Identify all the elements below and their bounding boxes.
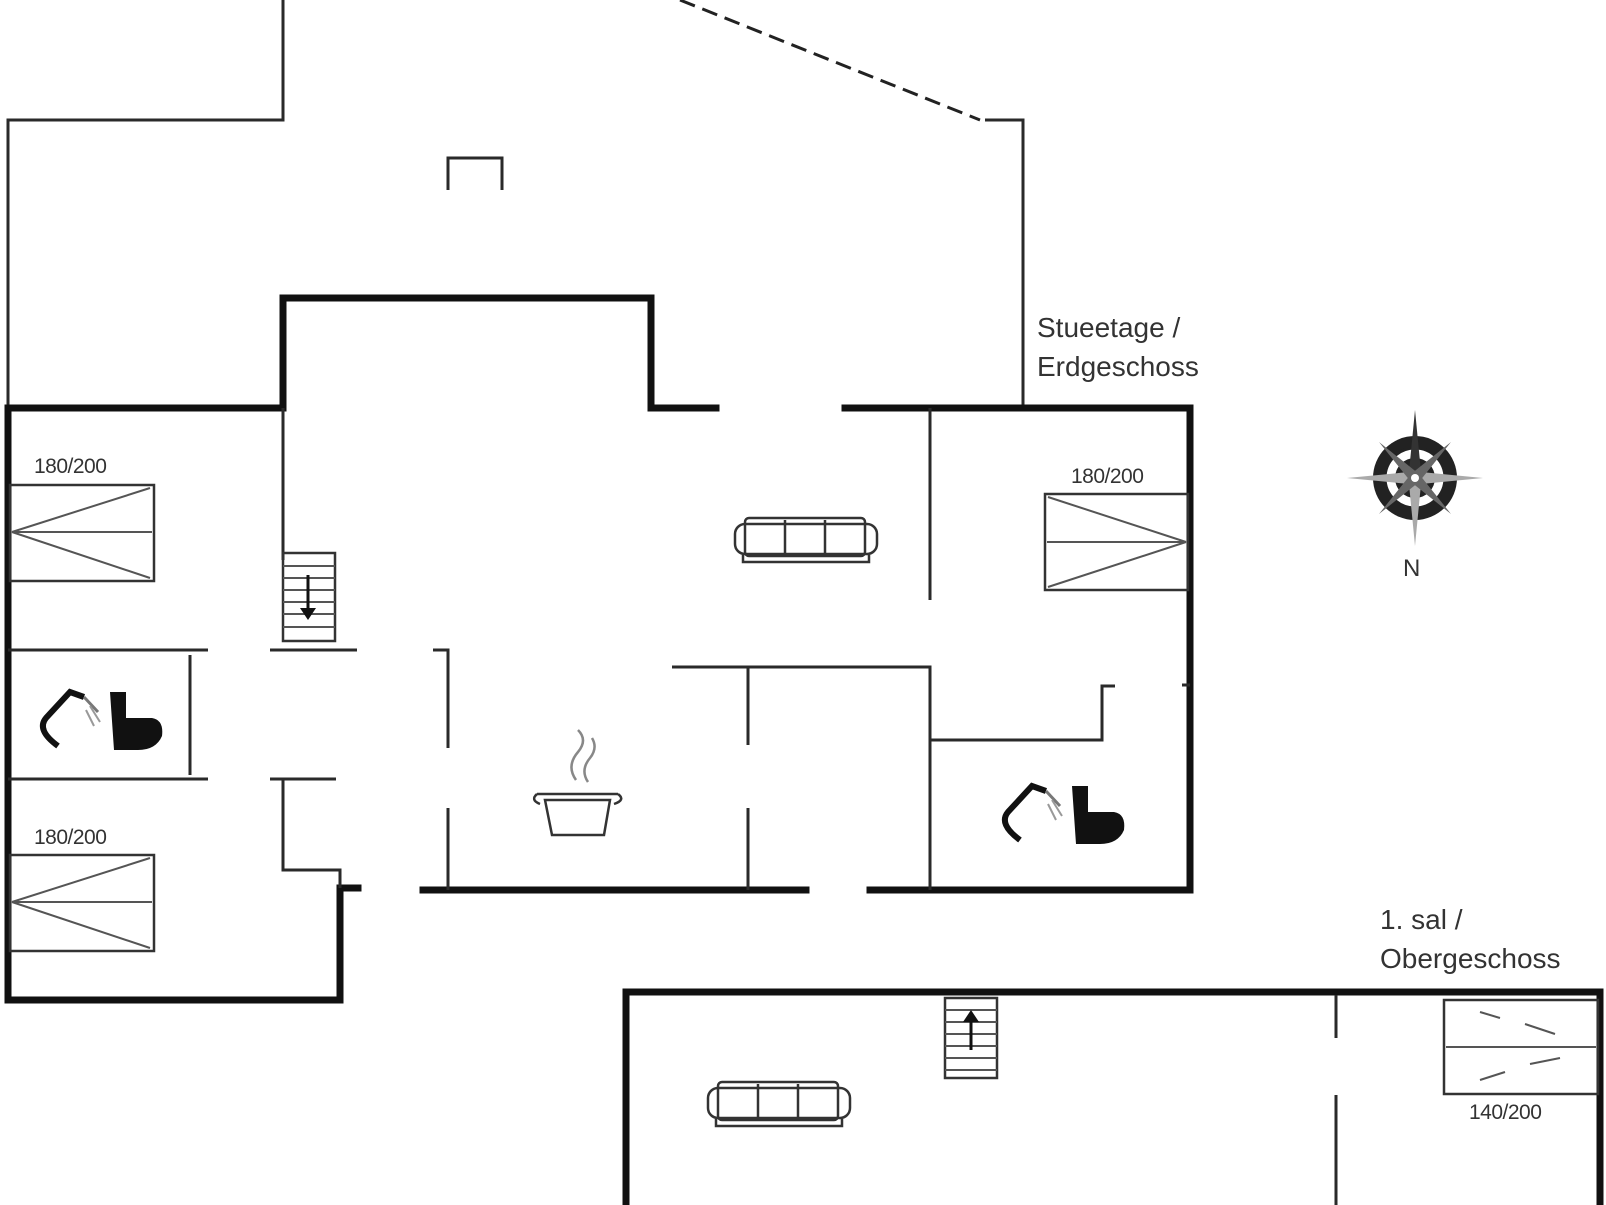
bed-upper-right (1442, 998, 1600, 1096)
upper-floor-label: 1. sal / Obergeschoss (1380, 900, 1561, 978)
bed-ground-left-bottom (8, 853, 156, 953)
bed-size-label: 180/200 (34, 826, 107, 849)
staircase-icon (281, 551, 337, 643)
compass-rose-icon (1347, 410, 1483, 546)
shower-toilet-icon (1002, 782, 1125, 844)
upper-floor-label-line1: 1. sal / (1380, 904, 1463, 935)
sofa-icon (706, 1080, 852, 1128)
bed-size-label: 140/200 (1469, 1101, 1542, 1124)
sofa-icon (733, 516, 879, 564)
ground-floor-label: Stueetage / Erdgeschoss (1037, 308, 1199, 386)
cooking-pot-icon (532, 729, 623, 837)
ground-floor-label-line2: Erdgeschoss (1037, 351, 1199, 382)
ground-floor-label-line1: Stueetage / (1037, 312, 1181, 343)
bed-ground-right (1043, 492, 1190, 592)
upper-floor-walls (622, 988, 1604, 1205)
shower-toilet-icon (40, 688, 163, 750)
bed-size-label: 180/200 (34, 455, 107, 478)
staircase-icon (943, 996, 999, 1080)
north-label: N (1403, 555, 1421, 582)
upper-floor-label-line2: Obergeschoss (1380, 943, 1561, 974)
bed-size-label: 180/200 (1071, 465, 1144, 488)
ground-floor-walls (4, 294, 1194, 1004)
bed-ground-left-top (8, 483, 156, 583)
ground-floor-interior (8, 408, 1190, 890)
terrace-outline (6, 0, 1025, 408)
